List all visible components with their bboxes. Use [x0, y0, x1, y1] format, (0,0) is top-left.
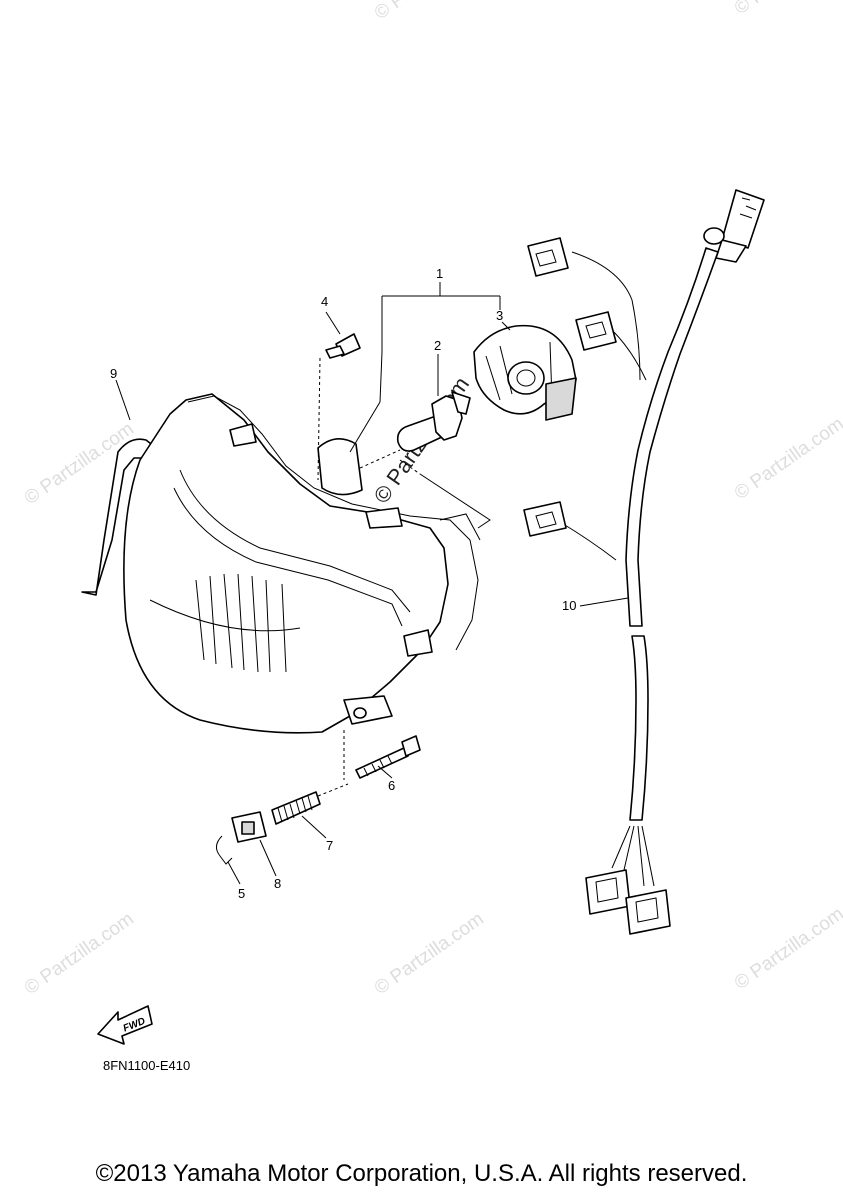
cover-part-3 [473, 324, 577, 421]
callout-2: 2 [434, 338, 441, 353]
callout-4: 4 [321, 294, 328, 309]
watermark-text: © Partzilla.com [731, 413, 843, 504]
harness-part-10 [523, 189, 765, 935]
watermark-text: © Partzilla.com [21, 908, 138, 999]
headlight-assembly [123, 393, 481, 734]
callout-8: 8 [274, 876, 281, 891]
bolt-part-6 [343, 730, 421, 780]
callout-3: 3 [496, 308, 503, 323]
fwd-arrow-icon: FWD [97, 1005, 153, 1045]
callout-1-bracket [349, 282, 501, 529]
callout-1: 1 [436, 266, 443, 281]
bulb-part-2 [359, 391, 471, 469]
clip-part-5 [216, 835, 233, 865]
watermark-text: © Partzilla.com [731, 0, 843, 19]
callout-6: 6 [388, 778, 395, 793]
callouts: 1 2 3 4 5 6 7 8 9 10 [110, 266, 576, 901]
watermark-text: © Partzilla.com [371, 0, 488, 24]
watermark-text: © Partzilla.com [371, 908, 488, 999]
callout-9: 9 [110, 366, 117, 381]
callout-5: 5 [238, 886, 245, 901]
watermark-text: © Partzilla.com [731, 903, 843, 994]
spring-part-7 [271, 783, 349, 825]
nut-part-8 [231, 811, 267, 843]
copyright-notice: ©2013 Yamaha Motor Corporation, U.S.A. A… [95, 1160, 748, 1187]
leader-lines [115, 311, 629, 885]
rivet-part-4 [317, 333, 361, 481]
callout-10: 10 [562, 598, 576, 613]
diagram-code: 8FN1100-E410 [103, 1058, 191, 1073]
callout-7: 7 [326, 838, 333, 853]
